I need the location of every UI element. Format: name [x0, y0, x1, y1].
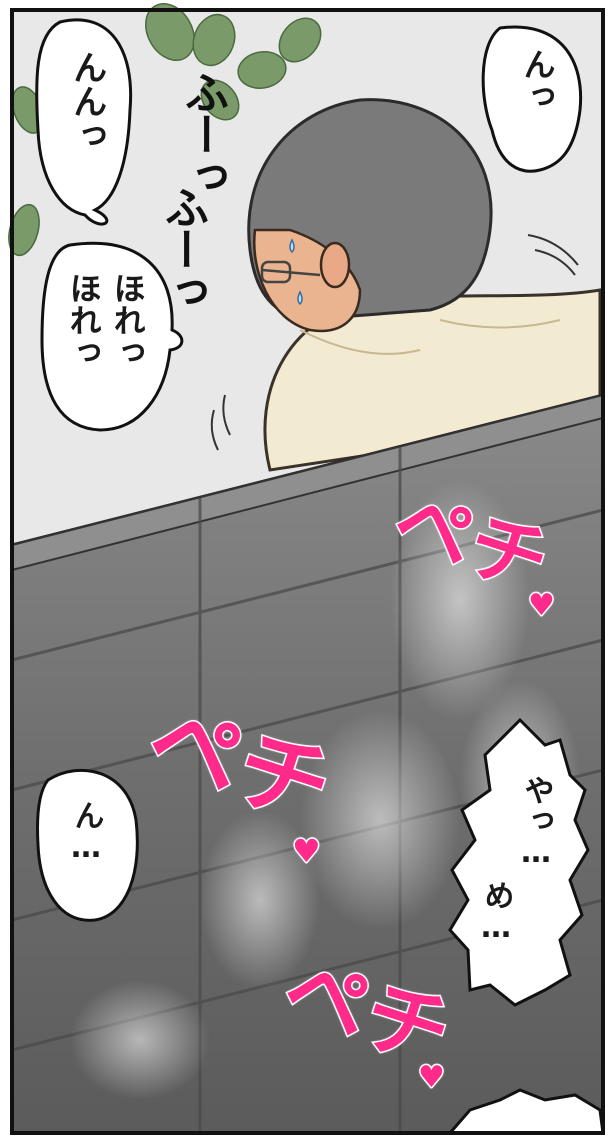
bubble-text-mid-left-col2: ほれっ	[64, 272, 103, 368]
speech-bubble-lower-right	[448, 717, 590, 1007]
bubble-text-lower-left: ん…	[68, 800, 104, 865]
heart-icon: ♥	[417, 1059, 447, 1097]
bubble-text-top-right: んっ	[518, 48, 557, 112]
speech-bubble-top-left	[35, 18, 133, 226]
frosted-glass-wall	[10, 393, 605, 1135]
bubble-text-lower-right-col2: め…	[478, 880, 514, 945]
bubble-text-mid-left-col1: ほれっ	[108, 272, 147, 368]
sfx-breath-1: ふーっ	[177, 70, 228, 196]
speech-bubble-lower-left	[36, 768, 139, 922]
speech-bubble-top-right	[481, 25, 583, 173]
bubble-text-top-left: んんっ	[66, 50, 107, 152]
speech-bubble-mid-left	[40, 241, 184, 432]
sfx-breath-2: ふーっ	[157, 185, 208, 311]
heart-icon: ♥	[291, 831, 323, 872]
bubble-text-lower-right-col1: やっ…	[518, 775, 554, 870]
panel-border	[10, 8, 605, 1135]
heart-icon: ♥	[527, 587, 557, 625]
